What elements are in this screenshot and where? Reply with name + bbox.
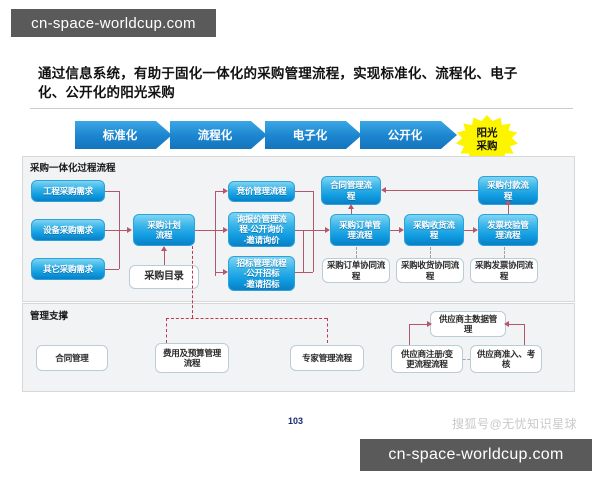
connector-sourcing-bus: [215, 191, 216, 276]
connector-merge-drop: [303, 230, 304, 272]
node-tender: 招标管理流程 -公开招标 -邀请招标: [228, 256, 295, 291]
arrowhead-tender: [223, 269, 228, 275]
node-order-collab: 采购订单协同流 程: [322, 258, 390, 283]
connector-catalog-to-plan: [164, 251, 165, 265]
node-demand-equipment: 设备采购需求: [31, 219, 105, 241]
node-bidding-price: 竞价管理流程: [228, 181, 295, 202]
node-inquiry-quote: 询报价管理流 程-公开询价 -邀请询价: [228, 212, 295, 247]
arrowhead-bidding: [223, 188, 228, 194]
starburst-line1: 阳光: [476, 127, 498, 139]
connector-register-to-master: [409, 324, 427, 325]
connector-demand-other: [105, 269, 119, 270]
chevron-digitization: 电子化: [265, 121, 362, 149]
arrowhead-contract-left: [381, 187, 386, 193]
connector-to-order: [303, 230, 325, 231]
arrowhead-invoice: [473, 227, 478, 233]
connector-payment-to-contract: [386, 190, 478, 191]
watermark-url-bottom-text: cn-space-worldcup.com: [388, 446, 564, 463]
arrowhead-receipt: [399, 227, 404, 233]
connector-to-bidding: [215, 191, 223, 192]
node-invoice-verify: 发票校验管 理流程: [478, 214, 538, 246]
arrowhead-order: [325, 227, 330, 233]
connector-supplier-link-dashed: [463, 359, 470, 360]
node-receipt-collab: 采购收货协同流 程: [396, 258, 464, 283]
node-invoice-collab: 采购发票协同流 程: [470, 258, 538, 283]
arrowhead-catalog-up: [161, 246, 167, 251]
connector-register-up: [409, 324, 410, 345]
node-demand-other: 其它采购需求: [31, 258, 105, 280]
connector-plan-support-stem: [192, 246, 193, 318]
connector-receipt-to-invoice: [464, 230, 473, 231]
node-purchase-catalog: 采购目录: [129, 265, 199, 289]
chevron-transparency: 公开化: [360, 121, 457, 149]
chevron-processization: 流程化: [170, 121, 267, 149]
connector-order-to-contract: [351, 209, 352, 214]
arrowhead-master-right: [504, 321, 509, 327]
connector-demand-equip: [105, 230, 127, 231]
connector-budget-drop: [166, 318, 167, 343]
connector-invoice-to-payment: [508, 205, 509, 214]
connector-admit-up: [524, 324, 525, 345]
watermark-banner-top: cn-space-worldcup.com: [11, 9, 216, 37]
node-supplier-admit: 供应商准入、考 核: [470, 345, 542, 373]
node-supplier-register: 供应商注册/变 更流程流程: [391, 345, 463, 373]
connector-order-collab-dashed: [356, 247, 357, 258]
arrowhead-payment-up: [505, 200, 511, 205]
connector-admit-to-master: [509, 324, 524, 325]
arrowhead-to-plan: [127, 227, 132, 233]
starburst-line2: 采购: [476, 140, 498, 152]
node-demand-engineering: 工程采购需求: [31, 180, 105, 202]
arrowhead-inquiry: [223, 227, 228, 233]
process-panel-label: 采购一体化过程流程: [30, 163, 116, 174]
node-contract-mgmt: 合同管理流 程: [321, 176, 381, 205]
node-purchase-order: 采购订单管 理流程: [330, 214, 390, 246]
connector-bidding-out: [295, 191, 313, 192]
sohu-watermark: 搜狐号@无忧知识星球: [452, 417, 578, 431]
title-divider: [30, 108, 573, 109]
arrowhead-master-left: [427, 321, 432, 327]
connector-to-inquiry: [215, 230, 223, 231]
process-principles-band: 标准化 流程化 电子化 公开化 阳光 采购: [60, 115, 540, 164]
chevron-standardization: 标准化: [75, 121, 172, 149]
connector-demand-eng: [105, 191, 119, 192]
node-supplier-master: 供应商主数据管 理: [430, 311, 506, 337]
connector-order-to-receipt: [390, 230, 399, 231]
page-number: 103: [288, 416, 304, 426]
connector-invoice-collab-dashed: [504, 247, 505, 258]
connector-tender-out: [295, 272, 313, 273]
support-panel-label: 管理支撑: [30, 311, 69, 322]
connector-to-tender: [215, 272, 223, 273]
node-purchase-plan: 采购计划 流程: [133, 214, 195, 246]
arrowhead-contract-up: [348, 204, 354, 209]
node-goods-receipt: 采购收货流 程: [404, 214, 464, 246]
page-title: 通过信息系统，有助于固化一体化的采购管理流程，实现标准化、流程化、电子化、公开化…: [38, 66, 518, 100]
connector-plan-out: [195, 230, 215, 231]
node-expert-process: 专家管理流程: [290, 345, 364, 371]
watermark-url-top-text: cn-space-worldcup.com: [31, 14, 196, 32]
connector-support-bar: [166, 318, 327, 319]
watermark-banner-bottom: cn-space-worldcup.com: [360, 439, 592, 471]
connector-expert-drop: [327, 318, 328, 343]
connector-receipt-collab-dashed: [430, 247, 431, 258]
connector-sourcing-merge-bus: [313, 191, 314, 272]
node-contract-support: 合同管理: [36, 345, 108, 371]
node-budget-process: 费用及预算管理 流程: [155, 343, 229, 373]
